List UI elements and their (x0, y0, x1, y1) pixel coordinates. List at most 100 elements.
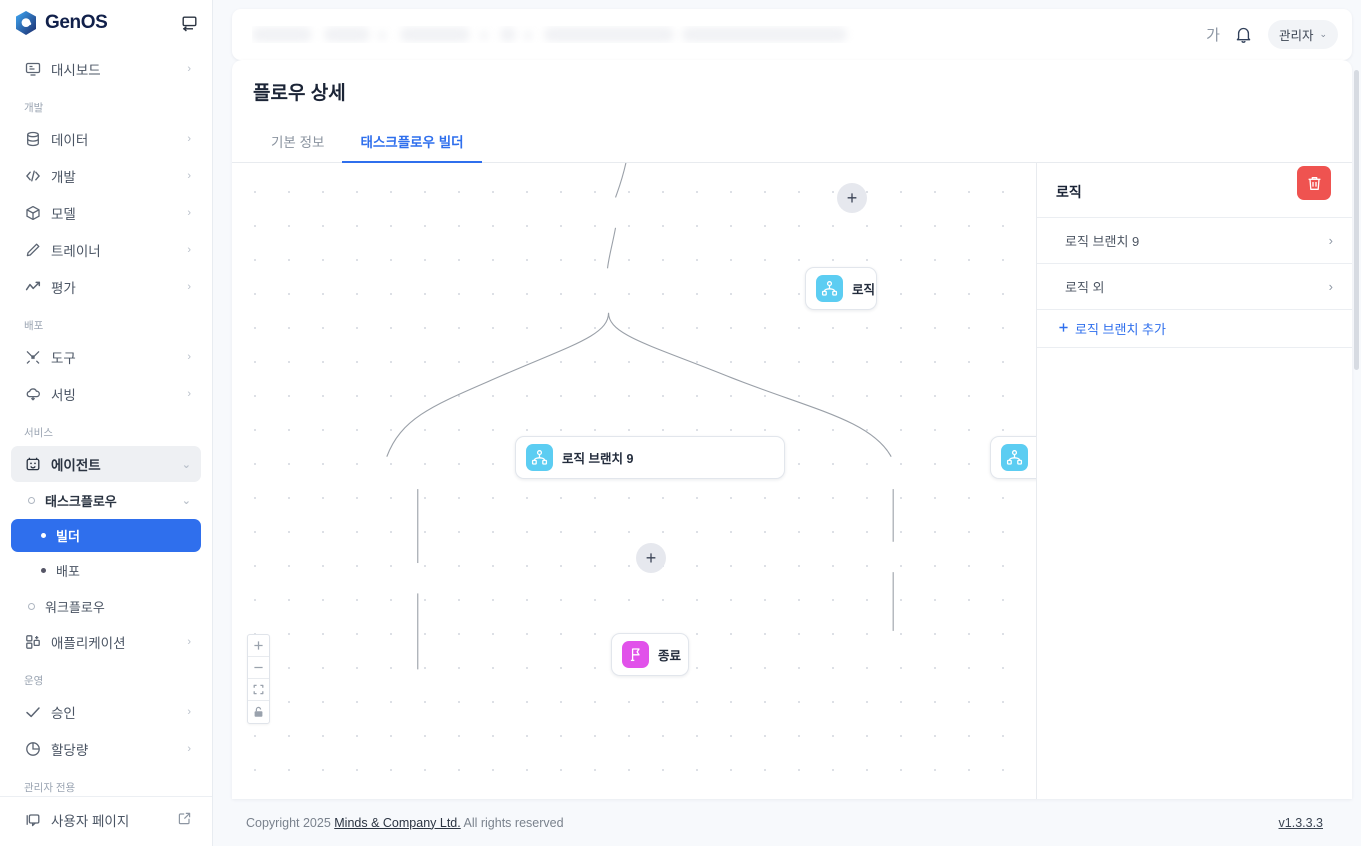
font-size-icon[interactable]: 가 (1206, 27, 1220, 44)
sidebar-item-label: 애플리케이션 (51, 636, 126, 651)
branch-icon (526, 444, 553, 471)
tab-taskflow-builder[interactable]: 태스크플로우 빌더 (342, 122, 482, 163)
panel-collapse-icon[interactable] (178, 12, 200, 34)
flag-icon (622, 641, 649, 668)
sidebar-item-evaluation[interactable]: 평가 › (11, 269, 201, 305)
company-link[interactable]: Minds & Company Ltd. (334, 815, 461, 830)
flow-edges (386, 163, 894, 670)
flow-canvas[interactable]: + 로직 (232, 163, 1037, 799)
page-scrollbar[interactable] (1354, 70, 1359, 370)
sidebar-item-user-page[interactable]: 사용자 페이지 (11, 802, 201, 838)
chevron-right-icon: › (187, 207, 191, 219)
pencil-icon (24, 242, 41, 259)
sidebar: GenOS 대시보드 › 개발 (0, 0, 213, 846)
database-icon (24, 131, 41, 148)
sidebar-nav: 대시보드 › 개발 데이터 › 개발 (0, 46, 212, 796)
sidebar-group-label-deploy: 배포 (24, 320, 44, 332)
flow-node-logic-else[interactable]: 로직 외 (990, 436, 1036, 479)
sidebar-item-tools[interactable]: 도구 › (11, 339, 201, 375)
sidebar-item-label: 할당량 (51, 743, 89, 758)
user-name: 관리자 (1278, 29, 1314, 43)
sidebar-item-label: 데이터 (51, 133, 89, 148)
sidebar-item-label: 배포 (56, 564, 80, 579)
node-inspector-panel: 로직 로직 브랜치 9 › 로직 외 (1037, 163, 1352, 799)
chevron-right-icon: › (1328, 233, 1333, 248)
bullet-dot-icon (41, 568, 46, 573)
inspector-row-logic-else[interactable]: 로직 외 › (1037, 263, 1352, 309)
flow-node-label: 로직 (852, 283, 876, 297)
sidebar-item-model[interactable]: 모델 › (11, 195, 201, 231)
sidebar-item-deploy[interactable]: 배포 (11, 554, 201, 587)
chevron-right-icon: › (187, 170, 191, 182)
notification-bell-icon[interactable] (1234, 25, 1254, 45)
flow-node-logic[interactable]: 로직 (805, 267, 877, 310)
chevron-right-icon: › (187, 636, 191, 648)
inspector-row-branch-9[interactable]: 로직 브랜치 9 › (1037, 217, 1352, 263)
check-icon (24, 704, 41, 721)
add-node-left-button[interactable]: + (636, 543, 666, 573)
lock-button[interactable] (248, 701, 269, 723)
code-icon (24, 168, 41, 185)
copyright-suffix: All rights reserved (460, 815, 564, 830)
chevron-right-icon: › (187, 281, 191, 293)
flow-node-logic-branch-9[interactable]: 로직 브랜치 9 (515, 436, 785, 479)
delete-flow-button[interactable] (1297, 166, 1331, 200)
inspector-row-label: 로직 브랜치 9 (1065, 234, 1140, 249)
topbar-card: 가 관리자 ⌄ (232, 9, 1352, 60)
copyright-text: Copyright 2025 Minds & Company Ltd. All … (246, 816, 564, 830)
sidebar-item-label: 빌더 (56, 529, 80, 544)
external-link-icon (178, 812, 191, 828)
zoom-out-button[interactable] (248, 657, 269, 679)
inspector-row-label: 로직 외 (1065, 280, 1105, 295)
topbar-actions: 가 관리자 ⌄ (1206, 20, 1338, 49)
taskflow-builder: + 로직 (232, 163, 1352, 799)
bullet-dot-icon (41, 533, 46, 538)
chevron-down-icon: ⌄ (181, 458, 191, 471)
tools-icon (24, 349, 41, 366)
zoom-in-button[interactable] (248, 635, 269, 657)
flow-node-end-left[interactable]: 종료 (611, 633, 689, 676)
main-area: 가 관리자 ⌄ 플로우 상세 기본 정보 (213, 0, 1361, 846)
version-link[interactable]: v1.3.3.3 (1278, 815, 1323, 830)
sidebar-item-develop[interactable]: 개발 › (11, 158, 201, 194)
dashboard-icon (24, 61, 41, 78)
sidebar-item-application[interactable]: 애플리케이션 › (11, 624, 201, 660)
canvas-zoom-controls (247, 634, 270, 724)
sidebar-item-label: 도구 (51, 351, 76, 366)
plus-icon (1058, 321, 1069, 336)
sidebar-item-approval[interactable]: 승인 › (11, 694, 201, 730)
sidebar-item-builder[interactable]: 빌더 (11, 519, 201, 552)
sidebar-item-data[interactable]: 데이터 › (11, 121, 201, 157)
chart-line-icon (24, 279, 41, 296)
content-card: 플로우 상세 기본 정보 태스크플로우 빌더 (232, 60, 1352, 799)
add-node-top-button[interactable]: + (837, 183, 867, 213)
branch-icon (816, 275, 843, 302)
sidebar-group-label-ops: 운영 (24, 675, 44, 687)
tab-basic-info[interactable]: 기본 정보 (271, 135, 325, 150)
breadcrumb[interactable] (252, 26, 1206, 43)
cloud-icon (24, 386, 41, 403)
sidebar-item-agent[interactable]: 에이전트 ⌄ (11, 446, 201, 482)
sidebar-item-quota[interactable]: 할당량 › (11, 731, 201, 767)
chevron-right-icon: › (187, 351, 191, 363)
sidebar-item-trainer[interactable]: 트레이너 › (11, 232, 201, 268)
sidebar-item-serving[interactable]: 서빙 › (11, 376, 201, 412)
user-menu[interactable]: 관리자 ⌄ (1267, 20, 1338, 49)
plus-icon: + (846, 188, 858, 208)
sidebar-header: GenOS (0, 0, 212, 46)
sidebar-item-workflow[interactable]: 워크플로우 (11, 589, 201, 623)
chevron-right-icon: › (187, 388, 191, 400)
sidebar-item-taskflow[interactable]: 태스크플로우 ⌄ (11, 483, 201, 517)
sidebar-item-label: 워크플로우 (45, 599, 105, 615)
fit-view-button[interactable] (248, 679, 269, 701)
footer: Copyright 2025 Minds & Company Ltd. All … (213, 799, 1361, 846)
sidebar-item-label: 모델 (51, 207, 76, 222)
chevron-right-icon: › (187, 706, 191, 718)
inspector-title: 로직 (1056, 183, 1082, 200)
plus-icon: + (645, 548, 657, 568)
sidebar-item-label: 개발 (51, 170, 76, 185)
sidebar-item-dashboard[interactable]: 대시보드 › (11, 51, 201, 87)
cube-icon (24, 205, 41, 222)
add-logic-branch-button[interactable]: 로직 브랜치 추가 (1037, 309, 1352, 348)
sidebar-item-label: 에이전트 (51, 458, 101, 473)
